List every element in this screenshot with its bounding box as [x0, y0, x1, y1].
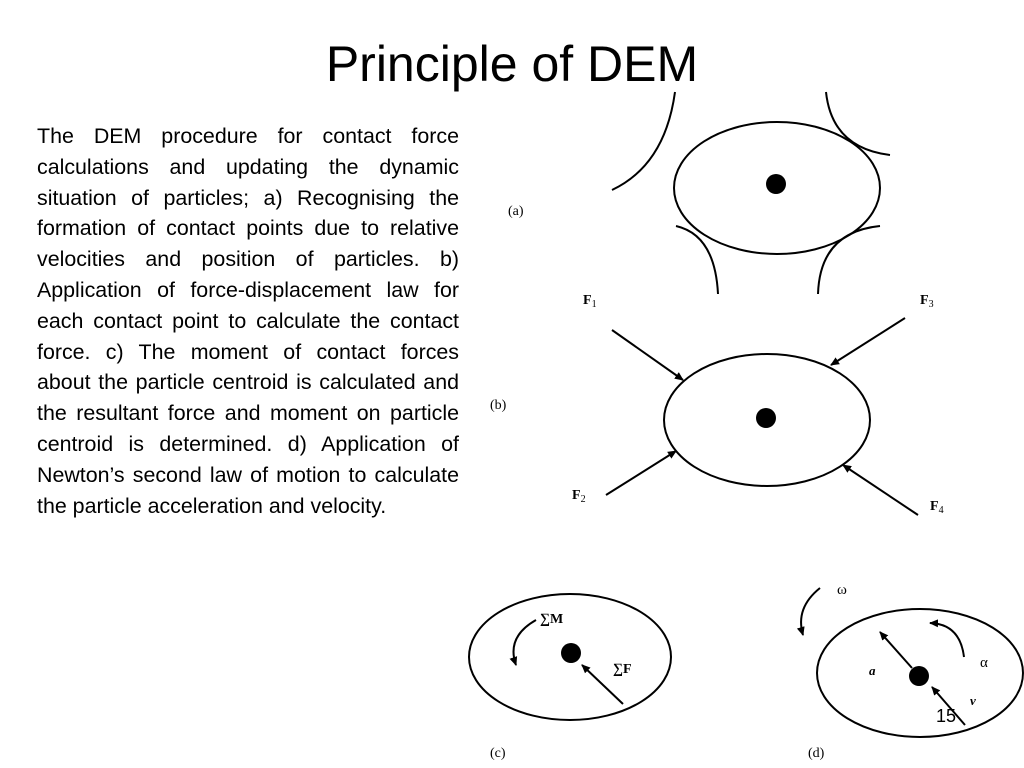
particle-b	[663, 353, 871, 487]
velocity-arrow	[931, 686, 966, 726]
panel-a-label: (a)	[508, 204, 524, 219]
moment-arrow-c	[509, 619, 537, 666]
body-text: The DEM procedure for contact force calc…	[37, 124, 459, 518]
vel-label: v	[970, 693, 976, 708]
panel-b: F1 F2 F3 F4 (b)	[490, 293, 944, 516]
force-label-f4: F4	[930, 499, 944, 516]
centroid-b	[756, 408, 776, 428]
force-label-f1: F1	[583, 293, 597, 310]
force-label-f2: F2	[572, 488, 586, 505]
slide-number: 15	[936, 706, 957, 726]
force-label-f3: F3	[920, 293, 934, 310]
neighbor-arc-bottom-right	[817, 225, 881, 295]
neighbor-arc-top-right	[825, 91, 891, 156]
force-label-c: ∑F	[613, 662, 632, 677]
panel-c: ∑M ∑F (c)	[468, 593, 672, 761]
panel-d-label: (d)	[808, 746, 825, 761]
angular-acceleration-arrow	[929, 619, 965, 658]
angular-velocity-arrow	[796, 587, 821, 636]
omega-label: ω	[837, 582, 847, 598]
accel-label: a	[869, 663, 876, 678]
centroid-d	[909, 666, 929, 686]
neighbor-arc-bottom-left	[675, 225, 719, 295]
force-arrow-f4	[842, 464, 919, 516]
force-arrow-f1	[611, 329, 684, 381]
panel-c-label: (c)	[490, 746, 506, 761]
particle-d	[816, 608, 1024, 738]
moment-label-c: ∑M	[540, 612, 563, 627]
panel-d: ω α a v (d)	[796, 582, 1024, 761]
panel-b-label: (b)	[490, 398, 507, 413]
neighbor-arc-top-left	[611, 91, 676, 191]
particle-a	[673, 121, 881, 255]
force-arrow-f2	[605, 450, 677, 496]
resultant-force-arrow-c	[581, 664, 624, 705]
alpha-label: α	[980, 655, 988, 671]
panel-a: (a)	[508, 91, 891, 295]
centroid-a	[766, 174, 786, 194]
force-arrow-f3	[830, 317, 906, 366]
slide-title: Principle of DEM	[325, 36, 699, 92]
particle-c	[468, 593, 672, 721]
acceleration-arrow	[879, 631, 913, 669]
centroid-c	[561, 643, 581, 663]
